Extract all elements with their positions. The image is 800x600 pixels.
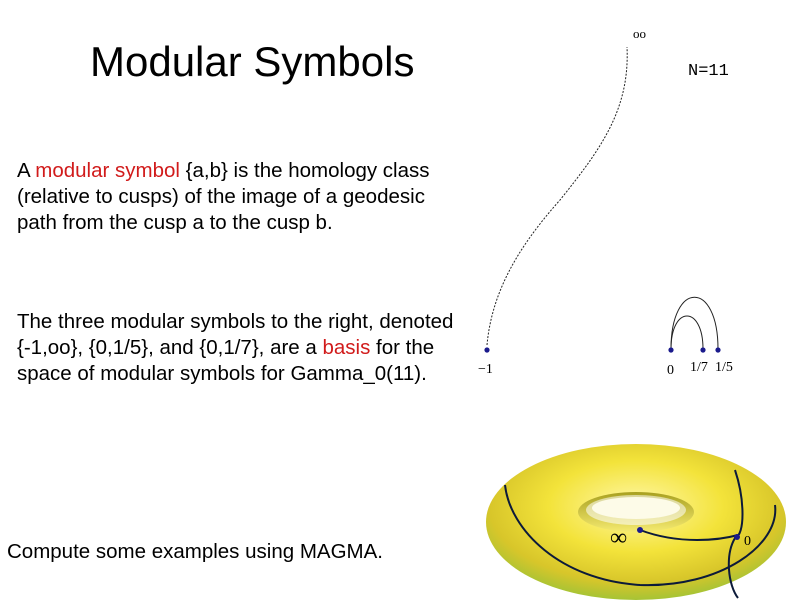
torus-curve-outer <box>504 484 777 587</box>
definition-text-start: A <box>17 159 36 182</box>
geodesic-zero-to-one-fifth <box>670 296 719 350</box>
cusp-label-one-fifth: 1/5 <box>715 360 733 375</box>
torus-label-infinity: ∞ <box>610 525 627 551</box>
geodesic-minus-one-to-infinity <box>486 46 628 346</box>
compute-line: Compute some examples using MAGMA. <box>7 540 383 563</box>
basis-text-end: for the space of modular symbols for Gam… <box>17 336 435 385</box>
torus-point-infinity <box>637 527 643 533</box>
cusp-label-infinity: oo <box>633 26 646 41</box>
cusp-label-one-seventh: 1/7 <box>690 360 708 375</box>
cusp-point-minus-one <box>484 347 490 353</box>
geodesic-zero-to-one-seventh <box>670 315 704 350</box>
basis-term: basis <box>322 336 371 359</box>
basis-paragraph: The three modular symbols to the right, … <box>17 309 457 387</box>
cusp-point-one-seventh <box>700 347 706 353</box>
definition-paragraph: A modular symbol {a,b} is the homology c… <box>17 158 437 236</box>
cusp-point-zero <box>668 347 674 353</box>
basis-text-start: The three modular symbols to the right, … <box>17 310 454 359</box>
cusp-label-zero: 0 <box>667 363 674 378</box>
cusp-point-one-fifth <box>715 347 721 353</box>
cusp-label-minus-one: −1 <box>478 362 493 377</box>
torus-label-zero: 0 <box>744 534 751 549</box>
level-label: N=11 <box>688 62 729 81</box>
torus-point-zero <box>734 534 740 540</box>
torus-curve-inner <box>639 529 739 541</box>
modular-symbol-term: modular symbol <box>35 159 180 182</box>
slide-title: Modular Symbols <box>90 38 415 85</box>
definition-text-end: {a,b} is the homology class (relative to… <box>17 159 430 234</box>
torus-image: ∞ 0 <box>486 444 786 600</box>
